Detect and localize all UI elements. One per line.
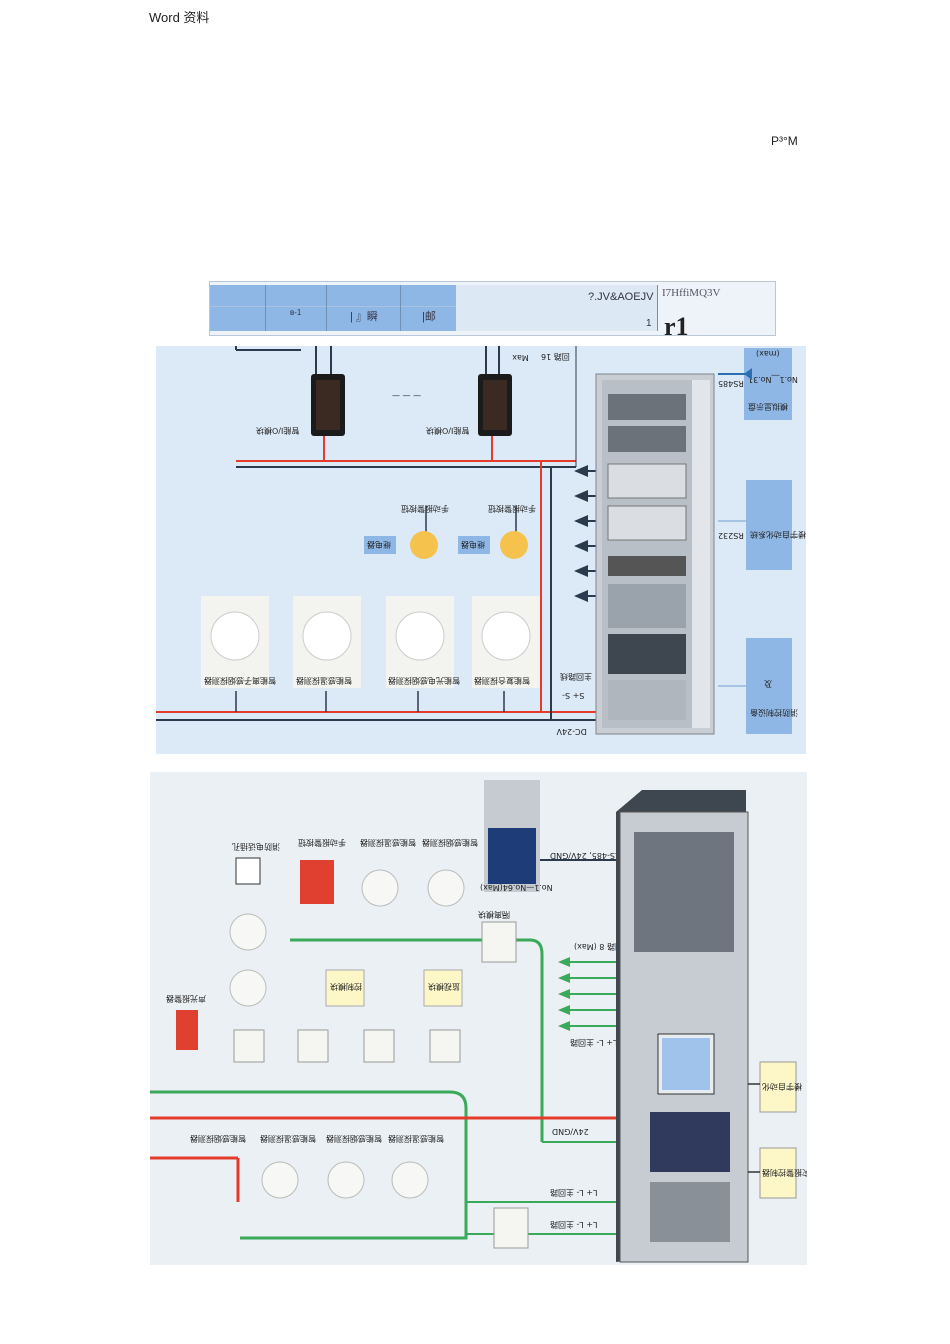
loop-label-2: 回路 8 (Max) [574,942,623,952]
diagram-1-svg: 智能I/O模块 智能I/O模块 — — — 继电器 继电器 手动报警按钮 手动报… [156,346,806,736]
right-box-2 [746,480,792,570]
right-box-1-sub: No.1__No.31 [748,375,798,384]
dc-label: DC-24V [556,727,587,736]
banner-text-b: I7HffiMQ3V [662,287,721,299]
ellipsis-dots: — — — [392,391,421,400]
detector-label-1: 智能离子感烟探测器 [204,676,276,686]
bus-label-4: L+ L- 主回路 [550,1220,597,1230]
yellow-box-1-label: 控制模块 [330,982,362,992]
top-label-4: 消防电话插孔 [232,842,280,852]
alarm-label: 声光报警器 [166,994,206,1004]
io-module-1 [311,374,345,436]
system-diagram-2: No.1—No.64(Max) RS-485, 24V/GND 回路 8 (Ma… [150,772,818,1265]
right-box-1-sub2: (max) [756,349,780,358]
io-module-1-label: 智能I/O模块 [256,426,299,436]
banner-cell-right: |邮 [422,311,436,323]
control-cabinet-2 [616,790,749,1263]
bottom-label-4: 智能感温探测器 [388,1134,444,1144]
bottom-detectors [261,1161,429,1199]
top-detectors [176,857,465,1050]
diagram-2-svg: No.1—No.64(Max) RS-485, 24V/GND 回路 8 (Ma… [150,780,818,1263]
relay-circle-2 [500,531,528,559]
right-box-3-label: 消防控制设备 [750,708,798,718]
corner-text: P³°M [771,134,798,148]
banner-text-c: 1 [646,318,652,329]
display-label: No.1—No.64(Max) [480,883,553,892]
banner-blue-block [210,285,456,331]
banner-text-a: ?.JV&AOEJV [588,291,654,303]
io-module-2 [478,374,512,436]
relay-circle-1 [410,531,438,559]
bottom-label-3: 智能感烟探测器 [326,1134,382,1144]
right-box-a-label: 楼宇自动化 [762,1082,802,1092]
system-diagram-1: 智能I/O模块 智能I/O模块 — — — 继电器 继电器 手动报警按钮 手动报… [156,346,806,754]
bus-lines [150,827,620,1240]
power-label: S+ S- [562,691,584,700]
input-arrows-2 [558,957,620,1031]
detector-label-3: 智能光电感烟探测器 [388,676,460,686]
io-module-2-label: 智能I/O模块 [426,426,469,436]
banner-text-big: r1 [664,312,689,341]
sensor-label-1: 手动报警按钮 [401,504,449,514]
yellow-box-2-label: 监视模块 [428,982,460,992]
right-box-b [759,1147,797,1199]
banner-light-block [456,285,658,331]
right-box-b-label: 火灾报警控制器 [762,1168,807,1178]
right-box-1-label: 模拟显示盘 [748,402,788,412]
detector-label-4: 智能复合探测器 [474,676,530,686]
control-cabinet [595,373,715,735]
right-box-3-sub: 及 [764,679,772,688]
rs232-label: RS232 [718,531,744,540]
sensor-label-2: 手动报警按钮 [488,504,536,514]
power-label-2: 主回路线 [560,672,592,682]
header-label: Word 资料 [149,10,210,25]
relay-box-2 [458,536,490,554]
rs485-label: RS485 [718,379,744,388]
detector-label-2: 智能感温探测器 [296,676,352,686]
loop-label: 回路 16 [541,352,570,362]
bus-label-2: L+ L- 主回路 [570,1038,617,1048]
yellow-box-1 [325,969,365,1007]
bottom-label-1: 智能感烟探测器 [190,1134,246,1144]
input-arrows [574,465,596,602]
top-label-3: 手动报警按钮 [298,838,346,848]
banner-cell-small: в-1 [290,308,302,317]
banner-cell-mid: | 』瞬 [350,311,378,323]
loop-max-label: Max [512,353,529,362]
bus-label-3: L+ L- 主回路 [550,1188,597,1198]
detector-tiles [201,596,540,688]
banner-table: в-1 | 』瞬 |邮 ?.JV&AOEJV I7HffiMQ3V 1 r1 [209,281,776,341]
right-box-a [759,1061,797,1113]
modules [233,921,529,1249]
relay-label-1: 继电器 [367,540,391,550]
bus-label-1: 24V/GND [552,1127,589,1136]
right-box-2-label: 楼宇自动化系统 [750,530,806,540]
relay-label-2: 继电器 [461,540,485,550]
relay-box-1 [364,536,396,554]
right-box-1 [744,348,792,420]
wiring-lines [156,346,596,721]
right-box-3 [746,638,792,734]
top-label-2: 智能感温探测器 [360,838,416,848]
yellow-box-2 [423,969,463,1007]
isolator-label: 隔离模块 [478,910,510,920]
bottom-label-2: 智能感温探测器 [260,1134,316,1144]
rs-label: RS-485, 24V/GND [550,851,621,860]
top-label-1: 智能感烟探测器 [422,838,478,848]
